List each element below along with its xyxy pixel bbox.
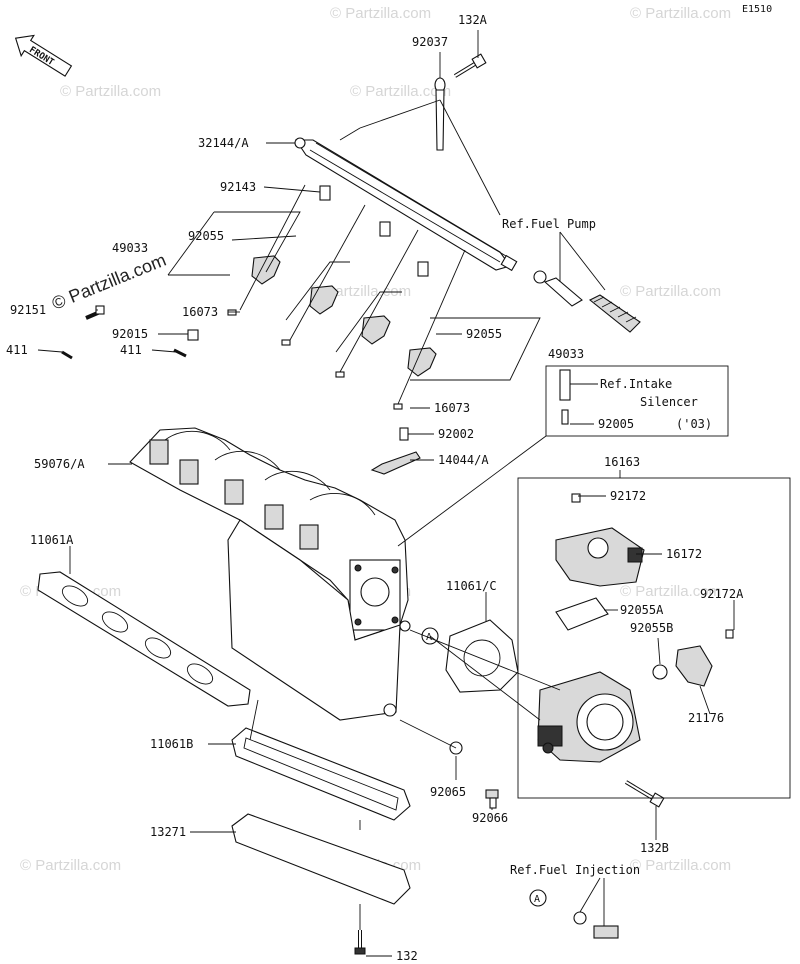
label-92005-note: ('03) <box>676 417 712 431</box>
label-92066: 92066 <box>472 811 508 825</box>
watermark: © Partzilla.com <box>60 83 161 100</box>
label-92055a: 92055A <box>620 603 664 617</box>
label-21176: 21176 <box>688 711 724 725</box>
plenum-box-icon <box>227 519 411 721</box>
watermark: © Partzilla.com <box>620 583 721 600</box>
label-411-mid: 411 <box>120 343 142 357</box>
label-92172: 92172 <box>610 489 646 503</box>
label-132b: 132B <box>640 841 669 855</box>
label-ref-fuel-injection: Ref.Fuel Injection <box>510 863 640 877</box>
label-16163: 16163 <box>604 455 640 469</box>
cover-13271-icon <box>231 813 411 905</box>
throttle-body-icon <box>537 671 641 763</box>
label-92055b: 92055B <box>630 621 673 635</box>
gasket-92055a-icon <box>555 597 609 631</box>
label-49033-left: 49033 <box>112 241 148 255</box>
fuel-pump-ref-parts-icon <box>533 231 641 333</box>
label-92055-left: 92055 <box>188 229 224 243</box>
bolt-92066-icon <box>485 789 499 809</box>
diagram-code: E1510 <box>742 4 772 15</box>
watermark-overlay: © Partzilla.com <box>49 250 169 314</box>
gasket-11061b-icon <box>231 727 411 821</box>
label-92055-right: 92055 <box>466 327 502 341</box>
watermark: © Partzilla.com <box>630 5 731 22</box>
label-92151: 92151 <box>10 303 46 317</box>
throttle-body-box <box>517 477 791 799</box>
label-411-left: 411 <box>6 343 28 357</box>
gasket-11061a-icon <box>37 571 251 707</box>
throttle-sensor-icon <box>555 493 645 587</box>
fuel-injection-ref-icon <box>573 911 619 939</box>
label-16073-top: 16073 <box>182 305 218 319</box>
label-ref-fuel-pump: Ref.Fuel Pump <box>502 217 596 231</box>
label-11061c: 11061/C <box>446 579 497 593</box>
label-132: 132 <box>396 949 418 963</box>
front-arrow-icon: FRONT <box>14 34 73 77</box>
label-ref-intake-2: Silencer <box>640 395 698 409</box>
watermark: © Partzilla.com <box>630 857 731 874</box>
nut-92015-icon <box>187 329 199 341</box>
watermark: © Partzilla.com <box>620 283 721 300</box>
bolt-92151-icon <box>85 305 105 320</box>
label-92143: 92143 <box>220 180 256 194</box>
watermark: © Partzilla.com <box>20 857 121 874</box>
label-ref-intake-1: Ref.Intake <box>600 377 672 391</box>
label-16172: 16172 <box>666 547 702 561</box>
svg-text:A: A <box>534 894 540 905</box>
injector-icon <box>393 347 437 410</box>
injector-icon <box>335 261 429 378</box>
injector-icon <box>227 185 331 316</box>
label-11061a: 11061A <box>30 533 74 547</box>
bolt-132-icon <box>354 930 366 955</box>
intake-silencer-box <box>545 365 729 437</box>
label-59076a: 59076/A <box>34 457 85 471</box>
watermark: © Partzilla.com <box>330 5 431 22</box>
sensor-21176-icon <box>675 629 734 687</box>
bolt-132a-icon <box>453 53 487 78</box>
label-14044a: 14044/A <box>438 453 489 467</box>
label-92015: 92015 <box>112 327 148 341</box>
ref-a-circle: A <box>529 889 547 907</box>
label-13271: 13271 <box>150 825 186 839</box>
label-11061b: 11061B <box>150 737 193 751</box>
intake-silencer-ref-icon <box>559 369 571 425</box>
label-16073-bot: 16073 <box>434 401 470 415</box>
injector-icon <box>281 221 391 346</box>
label-92005: 92005 <box>598 417 634 431</box>
bolt-132b-icon <box>624 780 665 808</box>
o-ring-icon <box>652 664 668 680</box>
part-labels: 132A 92037 32144/A 92143 49033 92055 Ref… <box>6 13 744 963</box>
fuel-rail-icon <box>294 137 518 272</box>
label-32144a: 32144/A <box>198 136 249 150</box>
intake-manifold-icon <box>129 427 409 641</box>
label-92172a: 92172A <box>700 587 744 601</box>
label-49033-right: 49033 <box>548 347 584 361</box>
stud-411-icon <box>61 348 187 360</box>
label-132a: 132A <box>458 13 488 27</box>
label-92065: 92065 <box>430 785 466 799</box>
bolt-92002-icon <box>399 427 409 441</box>
gasket-11061c-icon <box>445 619 519 693</box>
bracket-14044a-icon <box>370 451 421 475</box>
clip-92037-icon <box>434 77 446 151</box>
label-92037: 92037 <box>412 35 448 49</box>
watermark: © Partzilla.com <box>350 83 451 100</box>
label-92002: 92002 <box>438 427 474 441</box>
